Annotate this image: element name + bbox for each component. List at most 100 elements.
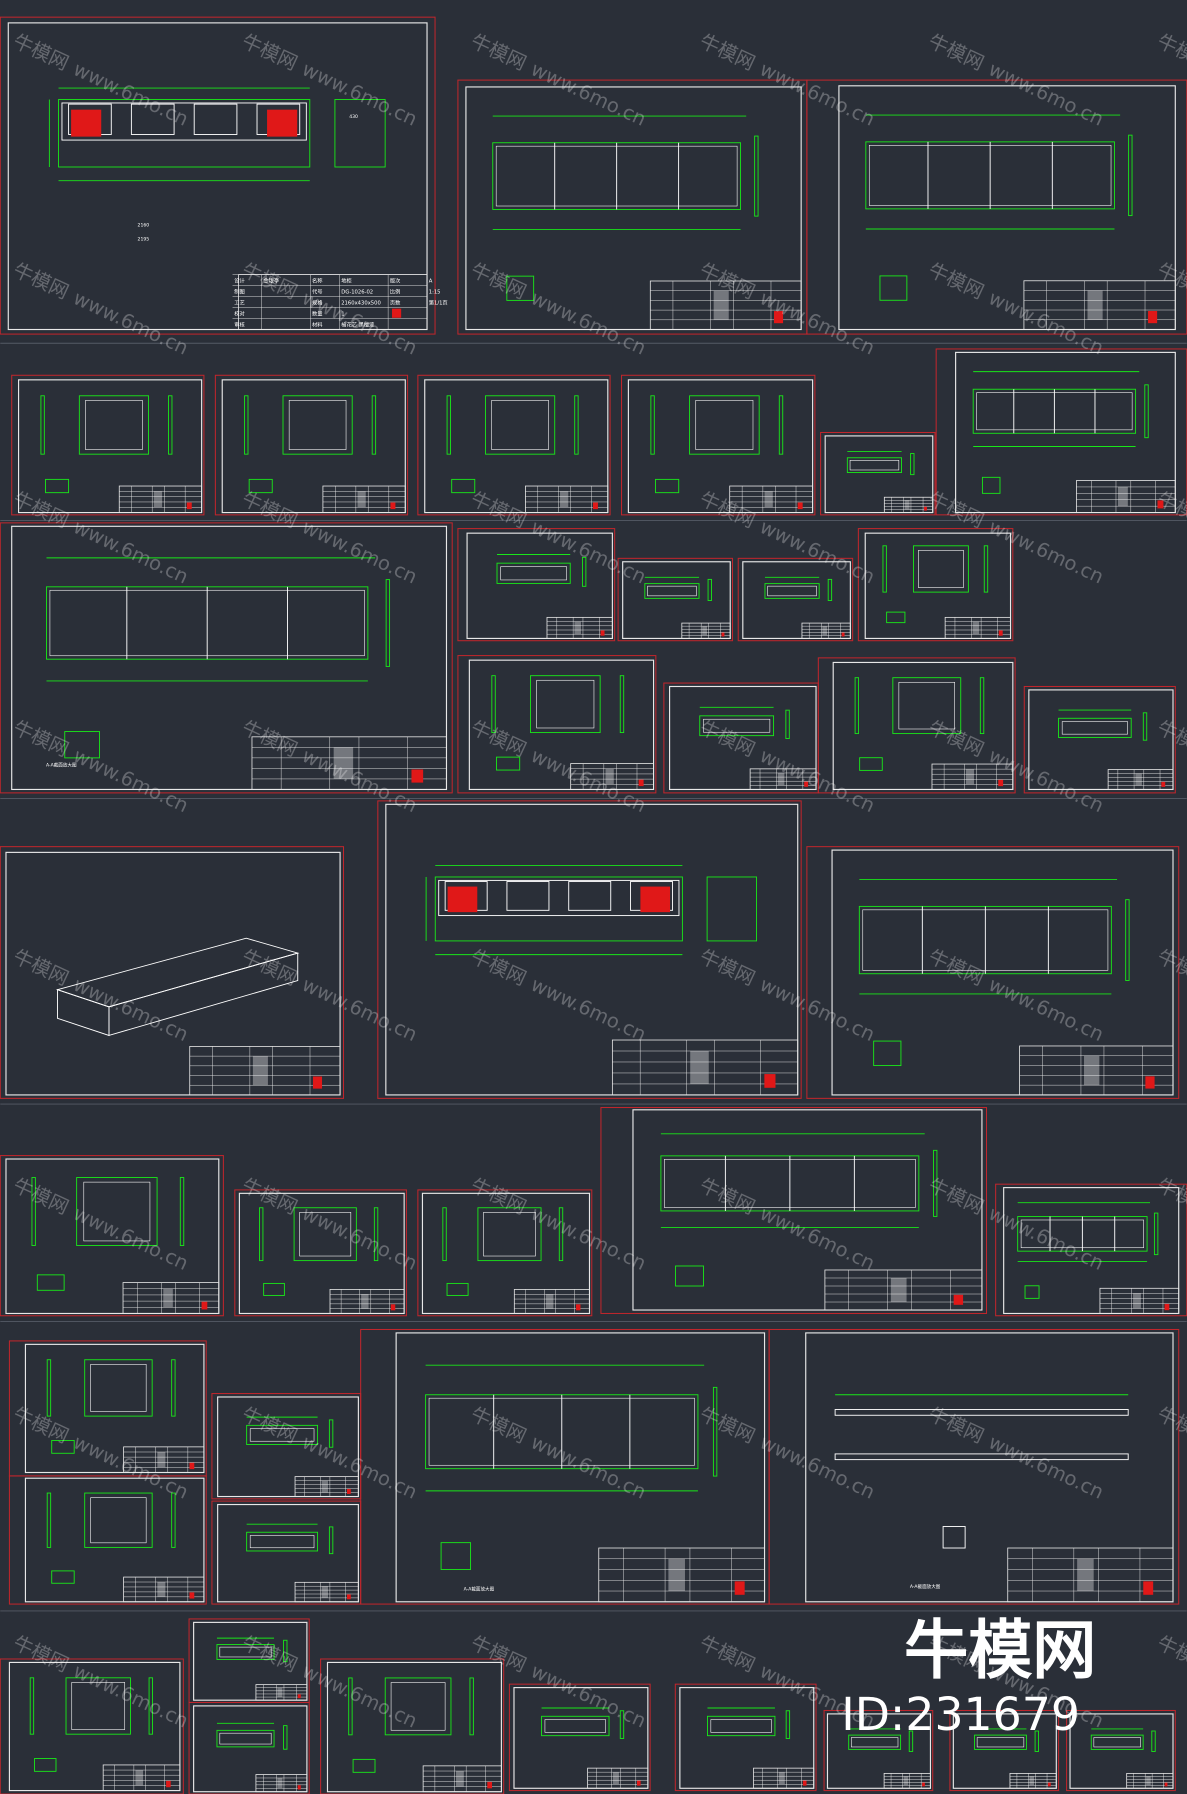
section-view: [385, 579, 391, 667]
sheet-frame: [679, 1687, 815, 1789]
drawing-content: [246, 1416, 334, 1448]
drawing-content: [650, 395, 784, 494]
sheet-frame: [217, 1396, 359, 1498]
sheet-frame: [838, 85, 1176, 331]
sheet-frame: [1003, 1187, 1180, 1315]
title-block: [1076, 480, 1176, 513]
watermark-url: www.6mo.cn: [985, 973, 1107, 1046]
watermark-url: www.6mo.cn: [985, 744, 1107, 817]
watermark-url: www.6mo.cn: [756, 1202, 878, 1275]
title-block-frame: [801, 622, 851, 639]
detail-view: [51, 1570, 75, 1584]
drawing-content: [491, 675, 625, 771]
company-logo-icon: [592, 502, 598, 510]
title-block-fill: [1084, 1055, 1100, 1086]
title-block: [753, 1767, 815, 1789]
title-block-fill: [1029, 1776, 1035, 1786]
title-block-frame: [189, 1046, 341, 1096]
section-view: [283, 1725, 288, 1750]
section-view: [328, 1419, 334, 1448]
title-block-cell: 地柜: [341, 276, 352, 284]
title-block-fill: [157, 1582, 166, 1597]
title-block-frame: [1009, 1773, 1057, 1789]
drawing-sheet: [457, 655, 657, 794]
title-block-cell: 版次: [390, 276, 401, 284]
drawing-content: [699, 706, 790, 739]
watermark-brand: 牛模网: [1154, 1174, 1187, 1219]
company-logo-icon: [637, 1780, 641, 1786]
title-block-frame: [294, 1581, 359, 1603]
watermark-url: www.6mo.cn: [299, 1659, 421, 1732]
panel-frame: [689, 395, 760, 455]
watermark-brand: 牛模网: [10, 1631, 73, 1676]
drawing-content: [854, 677, 985, 771]
watermark-brand: 牛模网: [696, 487, 759, 532]
title-block: [883, 1773, 931, 1789]
section-view: [171, 1359, 176, 1417]
section-view: [707, 578, 712, 601]
part-outline: [707, 1715, 776, 1737]
sheet-border: [508, 1683, 651, 1792]
detail-view: [248, 478, 273, 494]
section-view: [1142, 712, 1148, 741]
sheet-border: [11, 374, 205, 516]
carved-panel: [640, 886, 671, 913]
drawing-content: [1058, 709, 1148, 741]
drawer-outline: [568, 881, 612, 911]
watermark-brand: 牛模网: [696, 945, 759, 990]
section-view: [712, 1386, 718, 1477]
watermark-brand: 牛模网: [467, 1631, 530, 1676]
title-block-frame: [1023, 280, 1176, 330]
section-view: [446, 395, 451, 455]
company-logo-icon: [575, 1304, 581, 1311]
section-view: [754, 135, 759, 217]
drawing-sheet: [1023, 685, 1176, 794]
title-block-cell: 设计: [234, 276, 245, 284]
watermark-brand: 牛模网: [696, 1631, 759, 1676]
detail-view: [496, 756, 521, 771]
panel-inner: [90, 1364, 147, 1412]
company-logo-icon: [953, 1294, 964, 1305]
sheet-frame: [193, 1705, 308, 1793]
sheet-frame: [824, 435, 934, 514]
sheet-frame: [832, 661, 1014, 791]
company-logo-icon: [189, 1592, 195, 1599]
part-outline: [644, 583, 700, 599]
part-inner: [976, 1737, 1025, 1748]
title-block-cell: 金银亭: [263, 276, 279, 284]
title-block: [883, 496, 934, 513]
title-block-frame: [1099, 1287, 1180, 1314]
detail-view: [36, 1274, 65, 1291]
section-view: [1128, 134, 1133, 217]
sheet-frame: [831, 849, 1174, 1096]
watermark-brand: 牛模网: [1154, 1631, 1187, 1676]
section-view: [259, 1207, 264, 1262]
watermark-url: www.6mo.cn: [985, 515, 1107, 588]
drawing-content: [707, 1707, 791, 1739]
title-block-fill: [361, 1294, 369, 1309]
title-block: [1019, 1045, 1174, 1096]
panel-inner: [288, 400, 347, 450]
part-outline: [496, 562, 571, 584]
watermark-brand: 牛模网: [696, 1402, 759, 1447]
title-block-frame: [729, 485, 814, 513]
watermark-brand: 牛模网: [1154, 29, 1187, 74]
drawing-sheet: [1066, 1709, 1176, 1792]
title-block-frame: [1019, 1045, 1174, 1096]
brand-logo: 牛模网 ID:231679: [841, 1615, 1096, 1741]
part-inner: [249, 1428, 315, 1442]
sheet-frame: [468, 659, 655, 791]
part-inner: [500, 566, 567, 581]
panel-inner: [491, 400, 549, 450]
company-logo-icon: [922, 1782, 925, 1787]
company-logo-icon: [774, 311, 784, 324]
section-view: [910, 453, 915, 476]
panel-frame: [78, 395, 150, 455]
